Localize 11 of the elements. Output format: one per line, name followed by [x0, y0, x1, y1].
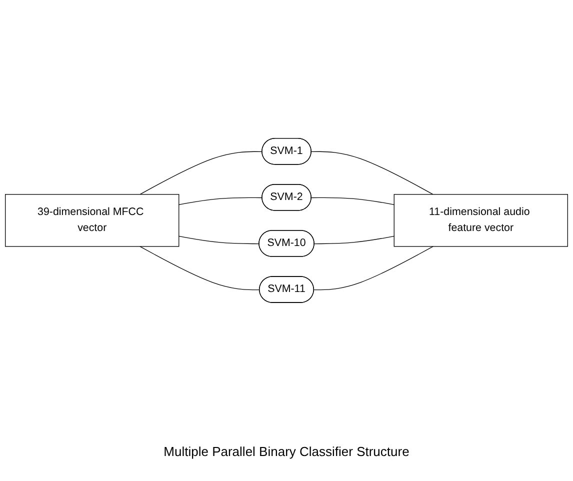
caption: Multiple Parallel Binary Classifier Structure: [164, 444, 410, 459]
connector: [178, 235, 260, 244]
connector: [311, 150, 434, 194]
connector: [314, 235, 394, 244]
connector: [140, 246, 260, 290]
connector: [140, 150, 263, 194]
connector: [178, 196, 263, 205]
connector: [314, 246, 434, 290]
connector: [311, 196, 394, 205]
node-box: 11-dimensional audio feature vector: [394, 194, 568, 246]
node-box: 39-dimensional MFCC vector: [5, 194, 180, 246]
